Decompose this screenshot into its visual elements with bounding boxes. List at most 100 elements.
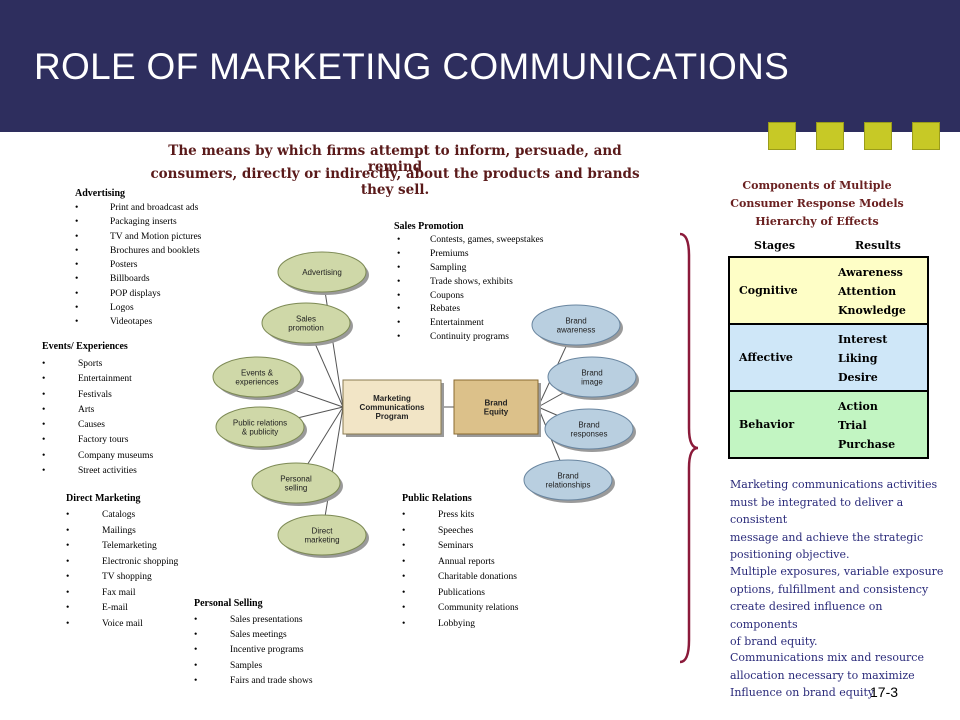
result-list: Interest Liking Desire bbox=[838, 330, 887, 387]
channel-node-label: Direct bbox=[312, 526, 334, 535]
accent-square bbox=[864, 122, 892, 150]
advertising-list: Print and broadcast adsPackaging inserts… bbox=[75, 201, 201, 330]
equity-node-label: Brand bbox=[581, 368, 602, 377]
list-item: Speeches bbox=[402, 524, 518, 540]
accent-square bbox=[768, 122, 796, 150]
subtitle-line-1: The means by which firms attempt to info… bbox=[168, 143, 622, 175]
cognitive-row: Cognitive Awareness Attention Knowledge bbox=[728, 256, 929, 325]
equity-node-label: awareness bbox=[557, 325, 596, 334]
list-item: Sampling bbox=[397, 262, 543, 276]
note-line: message and achieve the strategic bbox=[730, 530, 924, 544]
list-item: Telemarketing bbox=[66, 539, 178, 555]
list-item: Samples bbox=[194, 659, 313, 674]
equity-node-label: image bbox=[581, 377, 603, 386]
note-line: create desired influence on components bbox=[730, 600, 883, 631]
list-item: Fax mail bbox=[66, 586, 178, 602]
list-item: POP displays bbox=[75, 287, 201, 302]
list-item: Trade shows, exhibits bbox=[397, 276, 543, 290]
personal-selling-title: Personal Selling bbox=[194, 598, 263, 609]
list-item: Fairs and trade shows bbox=[194, 674, 313, 689]
list-item: Premiums bbox=[397, 248, 543, 262]
list-item: Print and broadcast ads bbox=[75, 201, 201, 216]
note-line: positioning objective. bbox=[730, 548, 850, 561]
connector-line bbox=[321, 406, 344, 536]
brand-equity-box bbox=[453, 379, 539, 435]
public-relations-title: Public Relations bbox=[402, 493, 472, 504]
list-item: Electronic shopping bbox=[66, 555, 178, 571]
equity-node-label: relationships bbox=[546, 480, 591, 489]
direct-marketing-list: CatalogsMailingsTelemarketingElectronic … bbox=[66, 508, 178, 632]
equity-node-label: Brand bbox=[557, 471, 578, 480]
list-item: Logos bbox=[75, 301, 201, 316]
equity-node-label: responses bbox=[571, 429, 608, 438]
curly-bracket bbox=[679, 232, 699, 664]
program-box-label: Marketing bbox=[373, 394, 411, 403]
brand-equity-label: Brand bbox=[484, 398, 507, 407]
result-item: Knowledge bbox=[838, 304, 906, 317]
list-item: Lobbying bbox=[402, 617, 518, 633]
stage-label: Affective bbox=[739, 351, 793, 364]
channel-node-label: marketing bbox=[304, 535, 339, 544]
list-item: Press kits bbox=[402, 508, 518, 524]
list-item: TV and Motion pictures bbox=[75, 230, 201, 245]
result-item: Awareness bbox=[838, 266, 903, 279]
equity-node bbox=[547, 356, 637, 398]
result-item: Purchase bbox=[838, 438, 896, 451]
accent-square bbox=[816, 122, 844, 150]
list-item: Entertainment bbox=[42, 372, 153, 388]
list-item: Arts bbox=[42, 403, 153, 419]
components-title-line-3: Hierarchy of Effects bbox=[755, 215, 879, 228]
results-header: Results bbox=[855, 239, 901, 252]
list-item: Street activities bbox=[42, 464, 153, 480]
channel-node-label: Sales bbox=[296, 314, 316, 323]
note-line: Influence on brand equity bbox=[730, 686, 875, 699]
stage-label: Behavior bbox=[739, 418, 795, 431]
channel-node bbox=[277, 251, 367, 293]
list-item: Annual reports bbox=[402, 555, 518, 571]
channel-node-label: selling bbox=[285, 483, 308, 492]
list-item: Incentive programs bbox=[194, 643, 313, 658]
list-item: Sales meetings bbox=[194, 628, 313, 643]
list-item: Company museums bbox=[42, 449, 153, 465]
list-item: E-mail bbox=[66, 601, 178, 617]
channel-node-label: Events & bbox=[241, 368, 274, 377]
components-title-line-2: Consumer Response Models bbox=[730, 197, 904, 210]
equity-node bbox=[523, 459, 613, 501]
channel-node-label: promotion bbox=[288, 323, 324, 332]
direct-marketing-title: Direct Marketing bbox=[66, 493, 141, 504]
note-integration: Marketing communications activities must … bbox=[730, 476, 950, 564]
accent-square bbox=[912, 122, 940, 150]
note-line: allocation necessary to maximize bbox=[730, 668, 915, 682]
list-item: Rebates bbox=[397, 303, 543, 317]
list-item: TV shopping bbox=[66, 570, 178, 586]
list-item: Entertainment bbox=[397, 317, 543, 331]
note-line: Marketing communications activities bbox=[730, 478, 938, 491]
channel-node-label: & publicity bbox=[242, 427, 278, 436]
list-item: Festivals bbox=[42, 388, 153, 404]
list-item: Contests, games, sweepstakes bbox=[397, 234, 543, 248]
sales-promotion-list: Contests, games, sweepstakesPremiumsSamp… bbox=[397, 234, 543, 345]
list-item: Videotapes bbox=[75, 315, 201, 330]
note-line: must be integrated to deliver a consiste… bbox=[730, 495, 904, 527]
equity-node bbox=[531, 304, 621, 346]
components-title-line-1: Components of Multiple bbox=[742, 179, 892, 192]
list-item: Factory tours bbox=[42, 433, 153, 449]
channel-node-label: experiences bbox=[235, 377, 278, 386]
page-number: 17-3 bbox=[870, 684, 899, 700]
equity-node-label: Brand bbox=[565, 316, 586, 325]
stages-header: Stages bbox=[754, 239, 796, 252]
events-list: SportsEntertainmentFestivalsArtsCausesFa… bbox=[42, 357, 153, 480]
subtitle-line-2: consumers, directly or indirectly, about… bbox=[150, 166, 640, 198]
list-item: Seminars bbox=[402, 539, 518, 555]
list-item: Billboards bbox=[75, 272, 201, 287]
channel-node bbox=[277, 514, 367, 556]
list-item: Brochures and booklets bbox=[75, 244, 201, 259]
brand-equity-label: Equity bbox=[484, 407, 509, 416]
list-item: Sports bbox=[42, 357, 153, 373]
result-list: Awareness Attention Knowledge bbox=[838, 263, 906, 320]
list-item: Causes bbox=[42, 418, 153, 434]
behavior-row: Behavior Action Trial Purchase bbox=[728, 390, 929, 459]
